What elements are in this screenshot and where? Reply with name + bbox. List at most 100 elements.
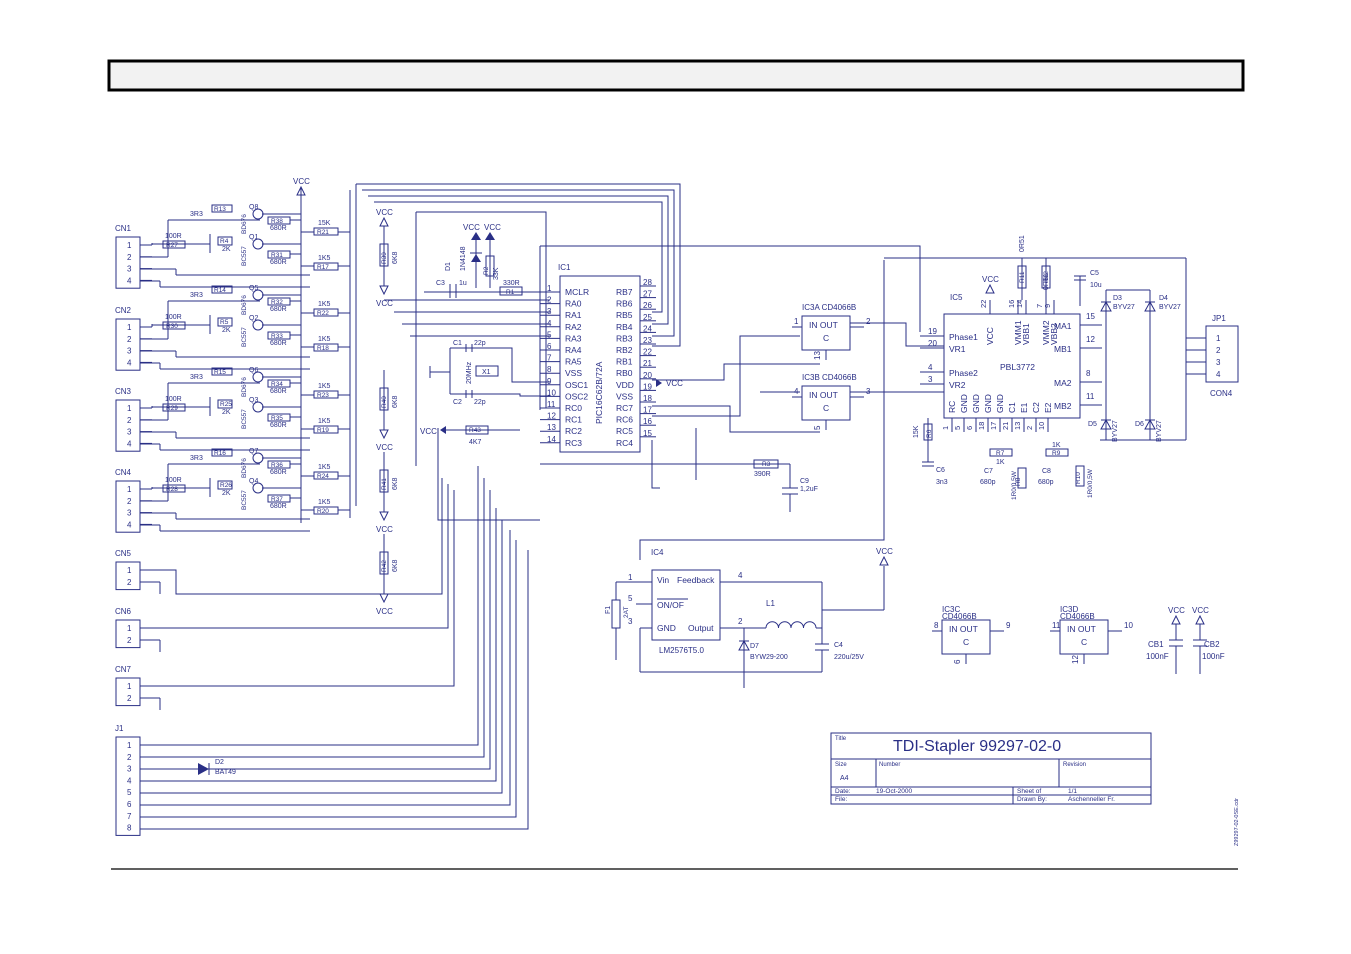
tb-title: TDI-Stapler 99297-02-0: [893, 738, 1061, 755]
pin-number: 2: [127, 335, 132, 344]
pin-name: VCC: [985, 327, 995, 345]
ref: D4: [1159, 295, 1168, 302]
pin-name: E1: [1019, 402, 1029, 413]
pin-num: 7: [1035, 304, 1044, 308]
ref: R12: [1043, 271, 1050, 283]
pin-name: VMM1: [1013, 320, 1023, 345]
switch-io: IN OUT: [949, 624, 978, 634]
pin-num: 3: [547, 307, 552, 316]
value: 680R: [270, 503, 287, 510]
value: 33K: [493, 267, 500, 280]
vcc-label: VCC: [376, 607, 393, 616]
tb-file-label: File:: [835, 796, 847, 803]
part: BC557: [241, 246, 248, 266]
pin-num: 15: [1086, 312, 1095, 321]
pin-name: RB6: [616, 299, 633, 309]
pin-name: RA5: [565, 357, 582, 367]
pin-num: 13: [813, 351, 822, 360]
pin-num: 2: [1216, 346, 1221, 355]
stepper-ref: IC5: [950, 293, 963, 302]
value: 1K: [1052, 442, 1061, 449]
value: BYV27: [1113, 304, 1135, 311]
pin-name: RC1: [565, 415, 582, 425]
part: BC557: [241, 327, 248, 347]
pin-name: GND: [995, 394, 1005, 413]
pin-num: 3: [628, 617, 633, 626]
ref: R23: [317, 392, 329, 399]
pin-name: Output: [688, 623, 714, 633]
pin-number: 1: [127, 566, 132, 575]
pin-name: RB5: [616, 310, 633, 320]
pin-number: 3: [127, 765, 132, 774]
ref: CB2: [1204, 640, 1220, 649]
jp-body: [1205, 325, 1239, 383]
vcc-label: VCC: [1168, 606, 1185, 615]
value: 330R: [503, 280, 520, 287]
ref: D6: [1135, 421, 1144, 428]
pin-number: 3: [127, 265, 132, 274]
resistor: [379, 469, 389, 493]
ref: R29: [166, 405, 178, 412]
pin-name: OSC1: [565, 380, 588, 390]
value: 22p: [474, 340, 486, 347]
pin-num: 1: [547, 284, 552, 293]
inductor-coil: [765, 621, 779, 629]
bus-wires: [300, 183, 921, 523]
pin-num: 9: [1043, 304, 1052, 308]
value: 1,2uF: [800, 486, 818, 493]
pin-number: 6: [127, 800, 132, 809]
value: 1N4148: [460, 246, 467, 271]
jp-ref: JP1: [1212, 314, 1226, 323]
vcc-label: VCC: [666, 379, 683, 388]
value: 1K: [996, 459, 1005, 466]
value: 1K5: [318, 499, 331, 506]
pin-number: 1: [127, 682, 132, 691]
pin-num: 9: [1006, 621, 1011, 630]
pin-num: 5: [547, 330, 552, 339]
value: 680p: [980, 479, 996, 486]
pin-num: 5: [813, 425, 822, 430]
pin-num: 17: [989, 422, 998, 430]
value: 390R: [754, 471, 771, 478]
resistor: [211, 204, 233, 213]
pin-name: Phase2: [949, 368, 978, 378]
pin-name: MCLR: [565, 287, 589, 297]
pin-num: 23: [643, 336, 652, 345]
switch-ref: IC3D: [1060, 605, 1078, 614]
pin-num: 5: [953, 426, 962, 430]
tb-size: A4: [840, 775, 849, 782]
value: 100nF: [1202, 652, 1225, 661]
ref: C7: [984, 468, 993, 475]
pin-name: Vin: [657, 575, 669, 585]
pin-num: 13: [547, 423, 556, 432]
ref: R28: [166, 486, 178, 493]
pin-number: 4: [127, 358, 132, 367]
ref: R21: [317, 229, 329, 236]
connector-body: [115, 399, 141, 452]
pin-num: 22: [643, 348, 652, 357]
pin-number: 4: [127, 520, 132, 529]
value: BYV27: [1112, 420, 1119, 442]
switch-ctl: C: [1081, 637, 1087, 647]
ref: D2: [215, 759, 224, 766]
pin-name: GND: [971, 394, 981, 413]
pin-num: 10: [1124, 621, 1133, 630]
switch-ctl: C: [823, 403, 829, 413]
value: 3R3: [190, 292, 203, 299]
connector-group: CN11234CN21234CN31234CN41234CN512CN612CN…: [115, 224, 152, 836]
value: 6K8: [392, 251, 399, 264]
connector-name: CN2: [115, 306, 132, 315]
pin-num: 24: [643, 324, 652, 333]
ref: C6: [936, 467, 945, 474]
value: 2AT: [623, 607, 630, 618]
pin-num: 7: [547, 354, 552, 363]
pin-num: 17: [643, 406, 652, 415]
pin-num: 28: [643, 278, 652, 287]
value: 15K: [913, 425, 920, 438]
connector-body: [115, 318, 141, 371]
value: BYV27: [1156, 420, 1163, 442]
